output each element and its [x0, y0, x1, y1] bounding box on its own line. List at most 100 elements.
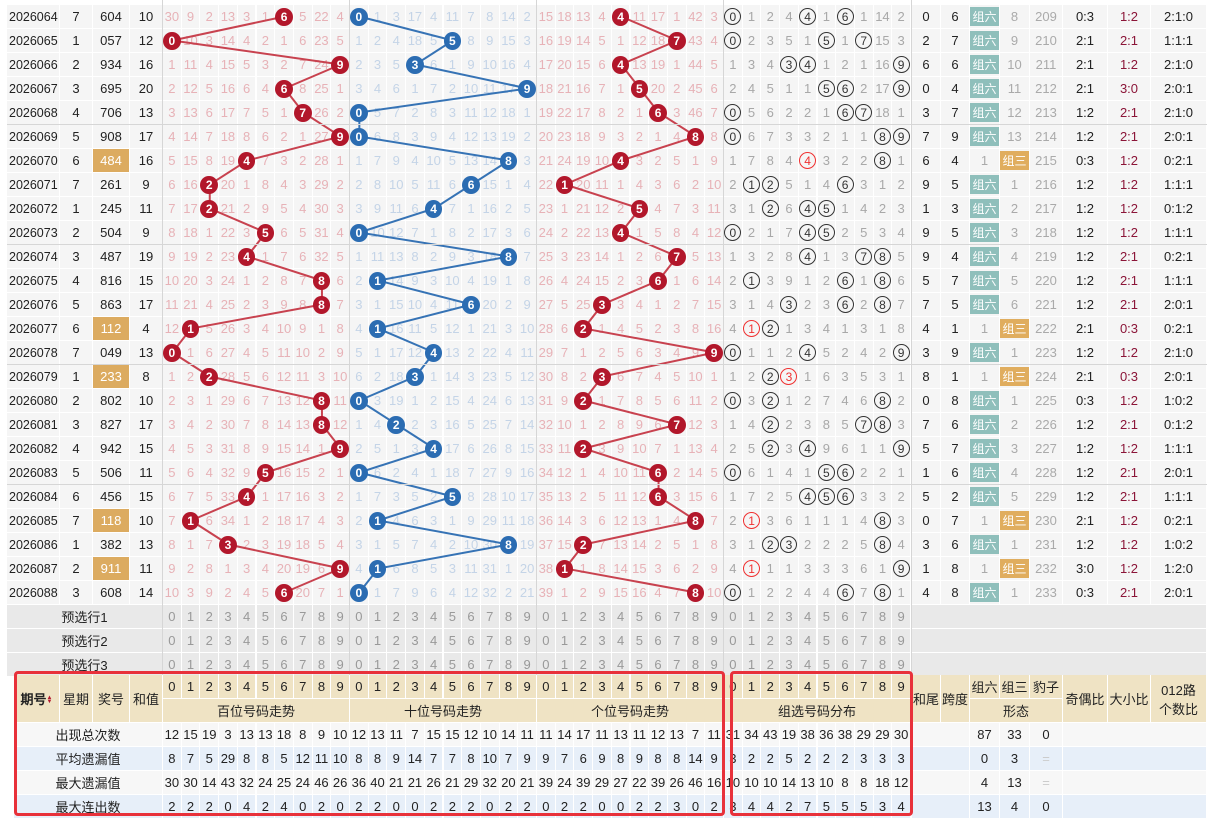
preselect-digit-tens[interactable]: 0	[350, 629, 369, 653]
preselect-digit-tens[interactable]: 0	[350, 605, 369, 629]
preselect-digit-units[interactable]: 8	[686, 629, 706, 653]
period-cell: 2026077	[7, 317, 60, 341]
preselect-digit-tens[interactable]: 2	[387, 605, 407, 629]
hundreds-omission-cell: 8	[331, 317, 350, 341]
preselect-digit-hundreds[interactable]: 5	[256, 605, 276, 629]
group-omission-cell: 3	[798, 125, 818, 149]
tens-omission-cell: 5	[443, 149, 463, 173]
preselect-digit-tens[interactable]: 1	[368, 605, 388, 629]
preselect-digit-tens[interactable]: 8	[499, 605, 519, 629]
preselect-digit-group[interactable]: 5	[817, 605, 837, 629]
units-omission-cell: 18	[649, 29, 668, 53]
preselect-digit-group[interactable]: 2	[761, 629, 781, 653]
preselect-digit-tens[interactable]: 9	[518, 605, 537, 629]
preselect-digit-hundreds[interactable]: 0	[163, 605, 182, 629]
preselect-digit-hundreds[interactable]: 4	[237, 629, 257, 653]
preselect-digit-hundreds[interactable]: 1	[181, 605, 201, 629]
preselect-digit-group[interactable]: 1	[742, 629, 762, 653]
preselect-digit-hundreds[interactable]: 3	[219, 629, 238, 653]
preselect-digit-group[interactable]: 5	[817, 629, 837, 653]
preselect-digit-units[interactable]: 5	[630, 629, 650, 653]
preselect-digit-units[interactable]: 2	[574, 629, 594, 653]
preselect-digit-units[interactable]: 9	[705, 605, 724, 629]
group-omission-cell: 5	[780, 173, 799, 197]
preselect-digit-tens[interactable]: 4	[424, 605, 444, 629]
preselect-digit-tens[interactable]: 6	[462, 605, 481, 629]
units-hit-cell: 2	[574, 437, 594, 461]
preselect-digit-hundreds[interactable]: 8	[312, 629, 332, 653]
preselect-digit-tens[interactable]: 6	[462, 629, 481, 653]
preselect-digit-units[interactable]: 4	[611, 629, 631, 653]
preselect-digit-units[interactable]: 7	[667, 629, 687, 653]
preselect-digit-units[interactable]: 7	[667, 605, 687, 629]
preselect-digit-hundreds[interactable]: 4	[237, 605, 257, 629]
odd-even-ratio-cell: 2:1	[1063, 77, 1108, 101]
preselect-digit-tens[interactable]: 2	[387, 629, 407, 653]
preselect-digit-group[interactable]: 8	[873, 605, 893, 629]
preselect-digit-tens[interactable]: 5	[443, 629, 463, 653]
preselect-digit-units[interactable]: 6	[649, 629, 668, 653]
preselect-digit-units[interactable]: 3	[593, 605, 612, 629]
preselect-digit-hundreds[interactable]: 8	[312, 605, 332, 629]
preselect-digit-group[interactable]: 2	[761, 605, 781, 629]
preselect-digit-tens[interactable]: 3	[406, 605, 425, 629]
preselect-digit-hundreds[interactable]: 1	[181, 629, 201, 653]
odd-even-ratio-cell: 0:3	[1063, 581, 1108, 605]
preselect-digit-tens[interactable]: 7	[480, 605, 500, 629]
preselect-digit-units[interactable]: 1	[555, 629, 575, 653]
weekday-cell: 6	[60, 149, 93, 173]
route012-ratio-cell: 2:1:0	[1151, 5, 1207, 29]
preselect-digit-group[interactable]: 4	[798, 605, 818, 629]
preselect-digit-tens[interactable]: 1	[368, 629, 388, 653]
preselect-digit-group[interactable]: 6	[836, 605, 855, 629]
tens-omission-cell: 22	[480, 341, 500, 365]
preselect-digit-units[interactable]: 2	[574, 605, 594, 629]
preselect-digit-units[interactable]: 1	[555, 605, 575, 629]
preselect-digit-group[interactable]: 8	[873, 629, 893, 653]
header-digit-units: 8	[686, 675, 706, 699]
preselect-digit-tens[interactable]: 4	[424, 629, 444, 653]
preselect-digit-units[interactable]: 9	[705, 629, 724, 653]
preselect-digit-units[interactable]: 0	[537, 605, 556, 629]
hundreds-omission-cell: 3	[181, 389, 201, 413]
preselect-digit-group[interactable]: 9	[892, 605, 911, 629]
preselect-digit-units[interactable]: 3	[593, 629, 612, 653]
preselect-digit-tens[interactable]: 8	[499, 629, 519, 653]
preselect-digit-hundreds[interactable]: 2	[200, 629, 220, 653]
preselect-digit-units[interactable]: 0	[537, 629, 556, 653]
preselect-digit-group[interactable]: 7	[854, 605, 874, 629]
preselect-digit-group[interactable]: 6	[836, 629, 855, 653]
preselect-digit-tens[interactable]: 7	[480, 629, 500, 653]
preselect-digit-group[interactable]: 9	[892, 629, 911, 653]
preselect-digit-hundreds[interactable]: 5	[256, 629, 276, 653]
preselect-digit-units[interactable]: 6	[649, 605, 668, 629]
tens-omission-cell: 3	[368, 389, 388, 413]
preselect-digit-tens[interactable]: 5	[443, 605, 463, 629]
preselect-digit-group[interactable]: 3	[780, 629, 799, 653]
preselect-digit-hundreds[interactable]: 7	[293, 605, 313, 629]
preselect-digit-group[interactable]: 3	[780, 605, 799, 629]
preselect-digit-hundreds[interactable]: 6	[275, 629, 294, 653]
header-period[interactable]: 期号▲▼	[14, 675, 60, 723]
preselect-digit-group[interactable]: 4	[798, 629, 818, 653]
preselect-digit-hundreds[interactable]: 7	[293, 629, 313, 653]
preselect-digit-hundreds[interactable]: 2	[200, 605, 220, 629]
preselect-digit-hundreds[interactable]: 6	[275, 605, 294, 629]
preselect-digit-group[interactable]: 0	[724, 605, 743, 629]
preselect-digit-group[interactable]: 7	[854, 629, 874, 653]
preselect-digit-hundreds[interactable]: 9	[331, 629, 350, 653]
preselect-digit-tens[interactable]: 9	[518, 629, 537, 653]
preselect-digit-group[interactable]: 0	[724, 629, 743, 653]
preselect-digit-hundreds[interactable]: 9	[331, 605, 350, 629]
stats-form-value: 13	[1000, 771, 1030, 795]
preselect-digit-group[interactable]: 1	[742, 605, 762, 629]
units-omission-cell: 17	[574, 101, 594, 125]
preselect-digit-tens[interactable]: 3	[406, 629, 425, 653]
hundreds-omission-cell: 2	[237, 293, 257, 317]
preselect-digit-hundreds[interactable]: 0	[163, 629, 182, 653]
preselect-digit-units[interactable]: 4	[611, 605, 631, 629]
units-omission-cell: 4	[667, 341, 687, 365]
preselect-digit-units[interactable]: 5	[630, 605, 650, 629]
preselect-digit-hundreds[interactable]: 3	[219, 605, 238, 629]
preselect-digit-units[interactable]: 8	[686, 605, 706, 629]
